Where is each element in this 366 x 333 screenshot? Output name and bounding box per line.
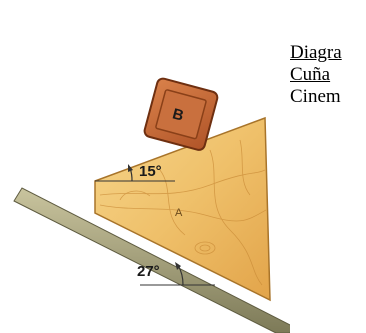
wedge-a <box>94 116 271 302</box>
caption-line-2: Cuña <box>290 64 331 85</box>
caption-line-3: Cinem <box>290 86 341 107</box>
block-b: B <box>143 77 219 151</box>
incline-angle-label: 27° <box>137 263 160 280</box>
wedge-block-diagram: 15° B A 27° <box>13 77 290 333</box>
wood-grain <box>99 139 267 286</box>
wedge-angle-arrow <box>128 164 133 172</box>
incline-ramp <box>13 187 290 333</box>
wedge-label: A <box>175 207 183 219</box>
block-label: B <box>171 105 186 124</box>
caption-line-1: Diagra <box>290 42 342 63</box>
incline-angle-arrow <box>175 262 181 270</box>
wedge-angle-label: 15° <box>139 163 162 180</box>
